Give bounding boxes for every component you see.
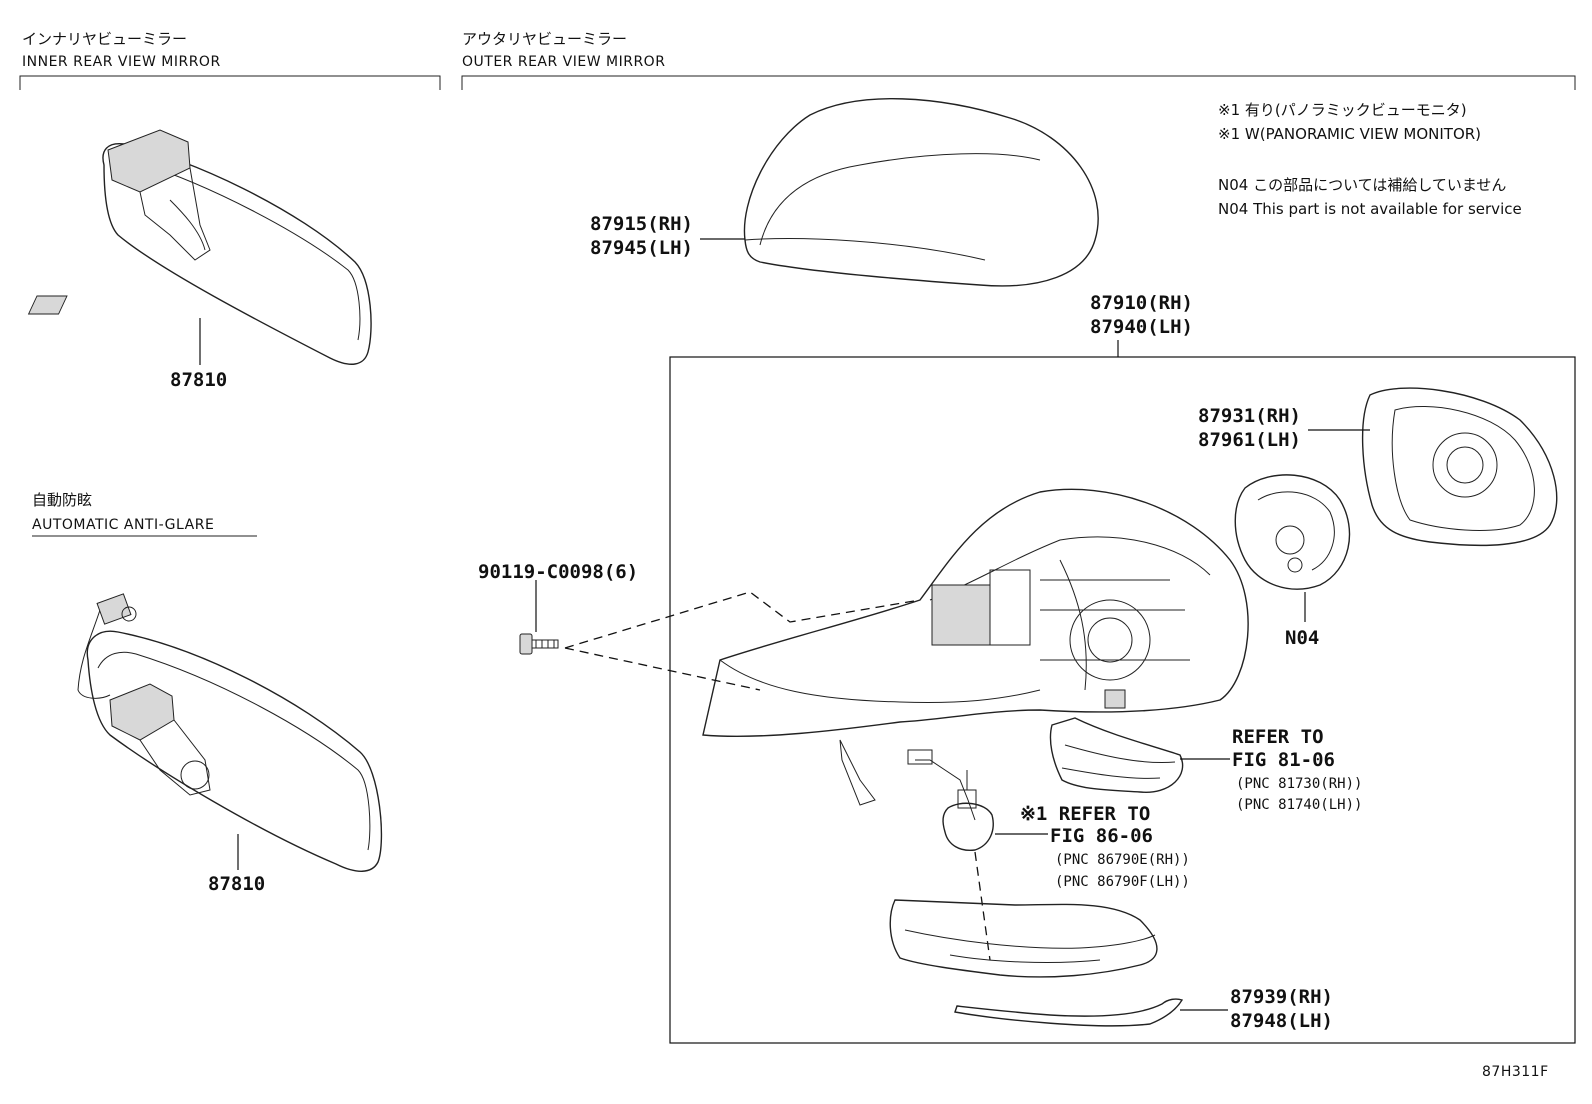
actuator-n04-drawing: [1234, 474, 1351, 590]
camera-drawing: [942, 770, 994, 852]
inner-section-title-jp: インナリヤビューミラー: [22, 30, 187, 48]
refer-81-line2: FIG 81-06: [1232, 749, 1335, 771]
part-label-garnish-lh: 87948(LH): [1230, 1010, 1333, 1032]
part-label-n04: N04: [1285, 627, 1319, 649]
assembly-frame: [669, 356, 1576, 1044]
dashed-line-screw-lower: [564, 647, 761, 691]
note-1-jp: ※1 有り(パノラミックビューモニタ): [1218, 101, 1467, 119]
inner-mirror-drawing: [27, 129, 372, 365]
inner-section-title-en: INNER REAR VIEW MIRROR: [22, 54, 221, 70]
auto-section-title-en: AUTOMATIC ANTI-GLARE: [32, 517, 214, 533]
refer-86-line2: FIG 86-06: [1050, 825, 1153, 847]
part-label-glass-rh: 87931(RH): [1198, 405, 1301, 427]
inner-section-bracket: [19, 75, 441, 90]
part-label-auto-mirror: 87810: [208, 873, 265, 895]
outer-section-bracket: [461, 75, 1576, 90]
refer-81-pnc-lh: (PNC 81740(LH)): [1236, 797, 1362, 813]
auto-section-title-jp: 自動防眩: [32, 491, 92, 509]
note-1-en: ※1 W(PANORAMIC VIEW MONITOR): [1218, 125, 1481, 143]
figure-id: 87H311F: [1482, 1064, 1549, 1080]
part-label-glass-lh: 87961(LH): [1198, 429, 1301, 451]
refer-86-pnc-lh: (PNC 86790F(LH)): [1055, 874, 1190, 890]
dashed-line-camera: [974, 851, 991, 961]
lower-housing-drawing: [889, 899, 1158, 978]
part-label-inner-mirror: 87810: [170, 369, 227, 391]
refer-81-pnc-rh: (PNC 81730(RH)): [1236, 776, 1362, 792]
auto-mirror-drawing: [77, 593, 383, 872]
note-n04-jp: N04 この部品については補給していません: [1218, 176, 1506, 194]
part-label-screw: 90119-C0098(6): [478, 561, 638, 583]
mirror-glass-drawing: [1361, 387, 1558, 547]
garnish-strip-drawing: [954, 998, 1184, 1027]
dashed-line-screw-upper: [564, 591, 921, 649]
part-label-assy-lh: 87940(LH): [1090, 316, 1193, 338]
part-label-cover-rh: 87915(RH): [590, 213, 693, 235]
mirror-cover-drawing: [743, 98, 1099, 287]
screw-drawing: [519, 633, 559, 655]
refer-86-line1: ※1 REFER TO: [1020, 803, 1150, 825]
refer-81-line1: REFER TO: [1232, 726, 1324, 748]
outer-section-title-jp: アウタリヤビューミラー: [462, 30, 627, 48]
turn-signal-drawing: [1049, 717, 1184, 793]
mirror-body-drawing: [702, 488, 1249, 821]
part-label-cover-lh: 87945(LH): [590, 237, 693, 259]
outer-section-title-en: OUTER REAR VIEW MIRROR: [462, 54, 665, 70]
part-label-garnish-rh: 87939(RH): [1230, 986, 1333, 1008]
part-label-assy-rh: 87910(RH): [1090, 292, 1193, 314]
note-n04-en: N04 This part is not available for servi…: [1218, 200, 1522, 218]
refer-86-pnc-rh: (PNC 86790E(RH)): [1055, 852, 1190, 868]
